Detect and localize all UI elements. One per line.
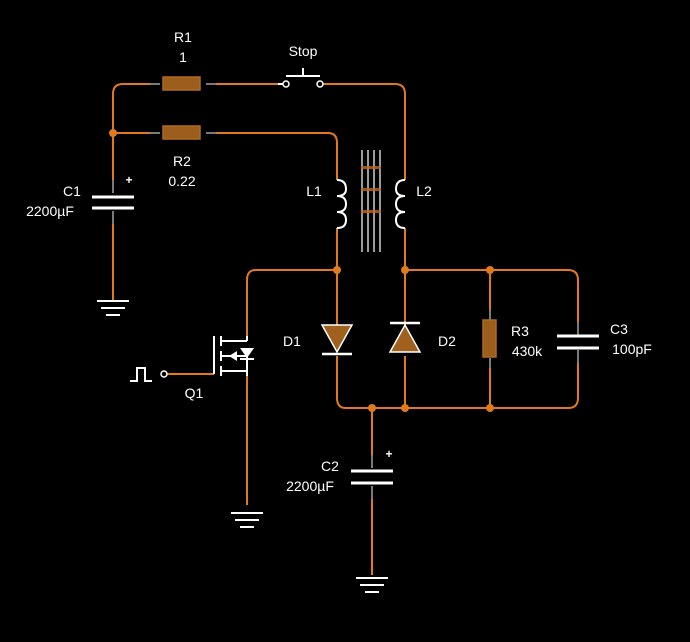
junctions (109, 129, 494, 412)
wire-r1-left (112, 83, 160, 133)
junction-dot (486, 404, 494, 412)
diode-d2[interactable]: D2 (388, 321, 456, 353)
wire-stop-l2 (322, 83, 406, 180)
c2-polarity: + (385, 447, 392, 461)
l1-name: L1 (306, 183, 322, 199)
q1-name: Q1 (185, 385, 204, 401)
transformer-core (361, 150, 381, 252)
ground-icon (231, 512, 263, 528)
junction-dot (368, 404, 376, 412)
r1-name: R1 (174, 29, 192, 45)
r2-value: 0.22 (168, 173, 195, 189)
c3-value: 100pF (612, 341, 652, 357)
r3-value: 430k (512, 343, 543, 359)
junction-dot (401, 266, 409, 274)
inductor-l1 (336, 179, 348, 229)
capacitor-c2[interactable]: + C2 2200µF (286, 447, 393, 494)
component-leads (112, 83, 579, 499)
switch-icon (282, 80, 290, 88)
inductor-l2 (394, 179, 406, 229)
junction-dot (486, 266, 494, 274)
diode-d1[interactable]: D1 (283, 324, 354, 356)
capacitor-c1[interactable]: + C1 2200µF (26, 173, 134, 219)
ground-icon (356, 577, 388, 593)
c3-name: C3 (610, 321, 628, 337)
stop-switch[interactable]: Stop (278, 43, 324, 88)
resistor-r1[interactable]: R1 1 (162, 29, 201, 91)
wire-bottom-bus (336, 350, 579, 409)
d1-name: D1 (283, 333, 301, 349)
r3-name: R3 (511, 323, 529, 339)
r1-value: 1 (179, 49, 187, 65)
resistor-r3[interactable]: R3 430k (482, 319, 543, 359)
transformer[interactable]: L1 L2 (306, 150, 432, 252)
mosfet-arrow (229, 351, 237, 361)
c1-name: C1 (63, 183, 81, 199)
d2-name: D2 (438, 333, 456, 349)
core-markers (361, 166, 381, 213)
wire-right-top (405, 269, 579, 335)
stop-label: Stop (289, 43, 318, 59)
wire-r2-l1 (206, 132, 338, 180)
c2-name: C2 (321, 458, 339, 474)
l2-name: L2 (416, 183, 432, 199)
c1-polarity: + (125, 173, 132, 187)
capacitor-c3[interactable]: C3 100pF (557, 321, 652, 357)
junction-dot (333, 266, 341, 274)
junction-dot (401, 404, 409, 412)
wires (112, 83, 579, 575)
mosfet-q1[interactable]: Q1 (185, 336, 254, 401)
r2-name: R2 (173, 153, 191, 169)
pulse-source-icon[interactable] (130, 367, 168, 382)
c2-value: 2200µF (286, 478, 334, 494)
wire-q1-drain (246, 269, 337, 336)
c1-value: 2200µF (26, 203, 74, 219)
resistor-r2[interactable]: R2 0.22 (162, 125, 201, 189)
junction-dot (109, 129, 117, 137)
ground-icon (97, 300, 129, 316)
